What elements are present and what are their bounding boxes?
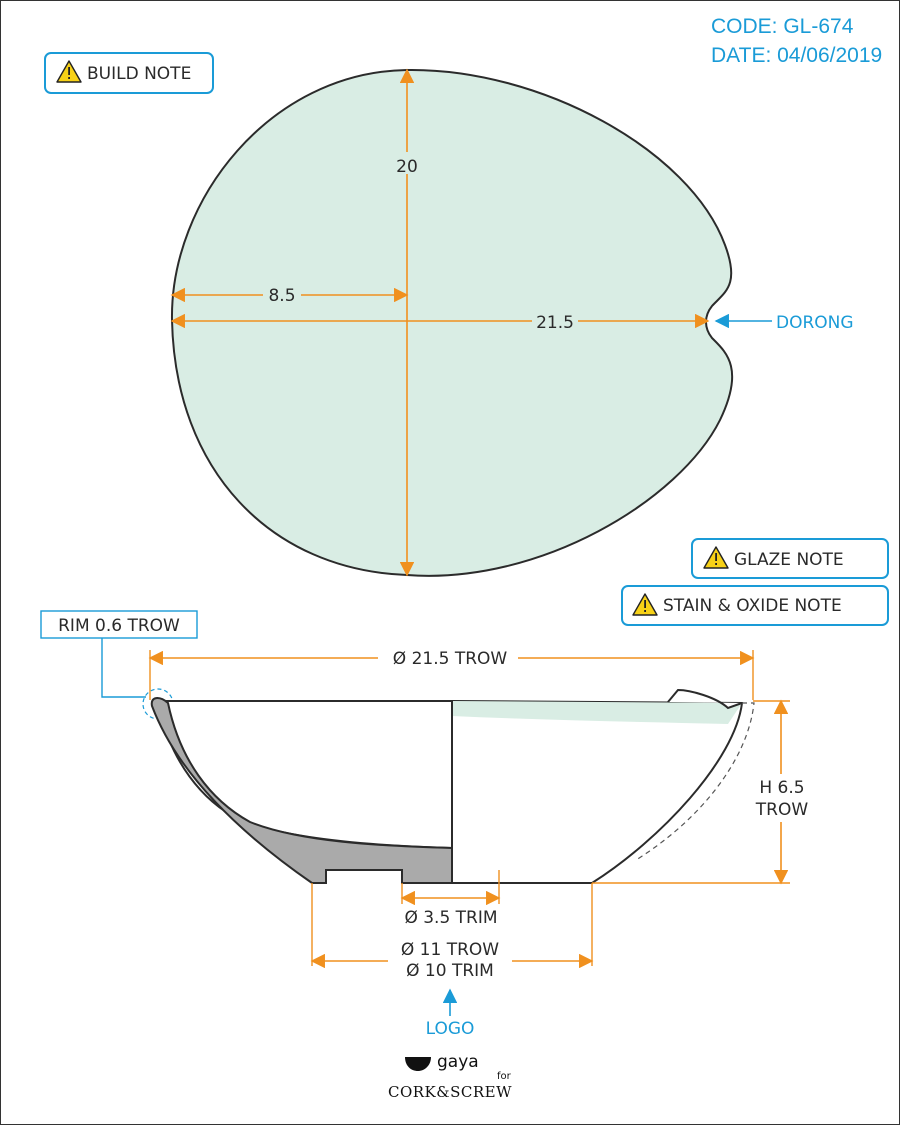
brand-logo: gaya for CORK&SCREW bbox=[388, 1052, 512, 1101]
build-note-label: BUILD NOTE bbox=[87, 64, 191, 84]
bowl-exterior-right bbox=[451, 699, 744, 884]
glaze-band bbox=[452, 701, 742, 724]
date-label: DATE: 04/06/2019 bbox=[711, 44, 882, 67]
height-label-line2: TROW bbox=[755, 800, 809, 820]
bowl-section-wall bbox=[150, 697, 453, 884]
side-view: RIM 0.6 TROW Ø 21.5 TROW H 6.5 TROW Ø 3.… bbox=[40, 610, 816, 1039]
brand-partner: CORK&SCREW bbox=[388, 1083, 512, 1101]
code-label: CODE: GL-674 bbox=[711, 15, 854, 38]
height-label-line1: H 6.5 bbox=[759, 778, 804, 798]
logo-callout-label: LOGO bbox=[426, 1019, 475, 1039]
foot-label-line2: Ø 10 TRIM bbox=[406, 961, 494, 981]
glaze-note-box[interactable]: GLAZE NOTE bbox=[691, 538, 889, 579]
dim-width-label: 21.5 bbox=[536, 313, 574, 333]
dim-offset-label: 8.5 bbox=[268, 286, 295, 306]
glaze-note-label: GLAZE NOTE bbox=[734, 550, 844, 570]
bowl-icon bbox=[405, 1057, 431, 1071]
warning-icon bbox=[632, 593, 658, 616]
foot-label-line1: Ø 11 TROW bbox=[401, 940, 499, 960]
rim-label: RIM 0.6 TROW bbox=[58, 616, 180, 636]
top-view-outline bbox=[170, 68, 734, 577]
bowl-inner-left bbox=[156, 700, 453, 850]
brand-name: gaya bbox=[437, 1052, 479, 1072]
dorong-lip bbox=[667, 688, 743, 710]
dim-length-label: 20 bbox=[396, 157, 418, 177]
warning-icon bbox=[703, 546, 729, 569]
dashed-profile bbox=[635, 702, 755, 861]
brand-for: for bbox=[497, 1071, 512, 1082]
diameter-label: Ø 21.5 TROW bbox=[393, 649, 508, 669]
build-note-box[interactable]: BUILD NOTE bbox=[44, 52, 214, 94]
top-view: 20 8.5 21.5 DORONG bbox=[170, 68, 854, 577]
dorong-callout-label: DORONG bbox=[776, 313, 854, 333]
stain-oxide-note-box[interactable]: STAIN & OXIDE NOTE bbox=[621, 585, 889, 626]
inner-foot-label: Ø 3.5 TRIM bbox=[404, 908, 497, 928]
rim-leader bbox=[101, 638, 146, 698]
warning-icon bbox=[56, 60, 82, 83]
stain-oxide-note-label: STAIN & OXIDE NOTE bbox=[663, 596, 842, 616]
rim-label-box bbox=[40, 610, 198, 639]
